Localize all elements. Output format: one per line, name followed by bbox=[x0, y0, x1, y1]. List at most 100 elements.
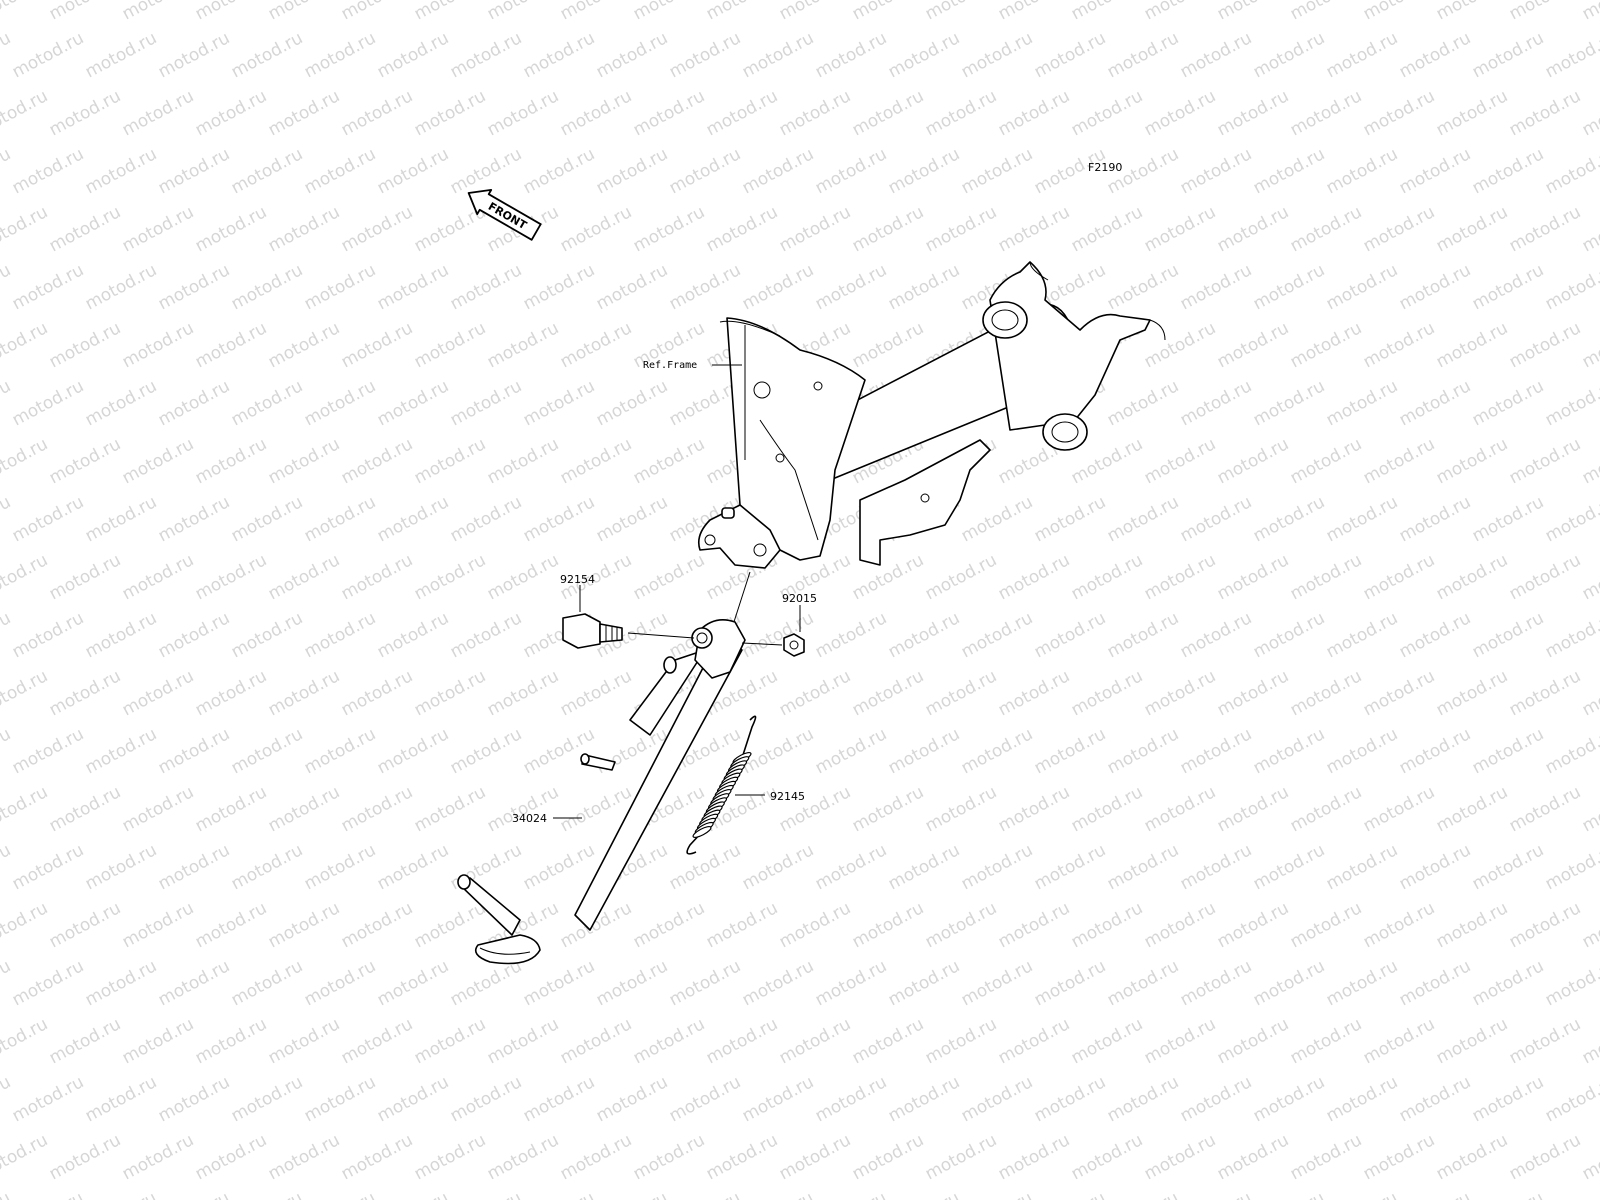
watermark-text: motod.ru bbox=[301, 608, 379, 662]
watermark-text: motod.ru bbox=[192, 318, 270, 372]
watermark-text: motod.ru bbox=[1323, 28, 1401, 82]
watermark-text: motod.ru bbox=[0, 86, 51, 140]
watermark-text: motod.ru bbox=[1141, 782, 1219, 836]
watermark-text: motod.ru bbox=[1542, 28, 1600, 82]
watermark-text: motod.ru bbox=[1433, 434, 1511, 488]
watermark-text: motod.ru bbox=[155, 376, 233, 430]
watermark-text: motod.ru bbox=[849, 782, 927, 836]
watermark-text: motod.ru bbox=[1214, 434, 1292, 488]
watermark-text: motod.ru bbox=[411, 1130, 489, 1184]
watermark-text: motod.ru bbox=[46, 1014, 124, 1068]
watermark-text: motod.ru bbox=[520, 376, 598, 430]
watermark-text: motod.ru bbox=[82, 956, 160, 1010]
watermark-text: motod.ru bbox=[1396, 376, 1474, 430]
watermark-text: motod.ru bbox=[1214, 782, 1292, 836]
watermark-text: motod.ru bbox=[520, 28, 598, 82]
watermark-text: motod.ru bbox=[922, 666, 1000, 720]
watermark-text: motod.ru bbox=[593, 28, 671, 82]
watermark-text: motod.ru bbox=[1250, 724, 1328, 778]
watermark-text: motod.ru bbox=[1579, 550, 1600, 604]
watermark-text: motod.ru bbox=[812, 1188, 890, 1200]
watermark-text: motod.ru bbox=[119, 318, 197, 372]
watermark-text: motod.ru bbox=[1104, 840, 1182, 894]
watermark-text: motod.ru bbox=[1542, 956, 1600, 1010]
watermark-text: motod.ru bbox=[82, 260, 160, 314]
watermark-text: motod.ru bbox=[228, 260, 306, 314]
watermark-text: motod.ru bbox=[1396, 260, 1474, 314]
watermark-text: motod.ru bbox=[192, 202, 270, 256]
watermark-text: motod.ru bbox=[1506, 782, 1584, 836]
watermark-text: motod.ru bbox=[995, 1014, 1073, 1068]
watermark-text: motod.ru bbox=[301, 144, 379, 198]
watermark-text: motod.ru bbox=[1360, 434, 1438, 488]
watermark-text: motod.ru bbox=[1068, 0, 1146, 24]
watermark-text: motod.ru bbox=[228, 1072, 306, 1126]
watermark-text: motod.ru bbox=[1506, 0, 1584, 24]
watermark-text: motod.ru bbox=[1360, 86, 1438, 140]
watermark-text: motod.ru bbox=[411, 550, 489, 604]
watermark-text: motod.ru bbox=[1250, 28, 1328, 82]
watermark-text: motod.ru bbox=[812, 840, 890, 894]
watermark-text: motod.ru bbox=[557, 318, 635, 372]
watermark-text: motod.ru bbox=[1323, 956, 1401, 1010]
watermark-text: motod.ru bbox=[1360, 202, 1438, 256]
watermark-text: motod.ru bbox=[995, 550, 1073, 604]
watermark-text: motod.ru bbox=[1104, 956, 1182, 1010]
watermark-text: motod.ru bbox=[46, 86, 124, 140]
watermark-text: motod.ru bbox=[776, 86, 854, 140]
watermark-text: motod.ru bbox=[411, 666, 489, 720]
watermark-text: motod.ru bbox=[1579, 318, 1600, 372]
watermark-text: motod.ru bbox=[1396, 608, 1474, 662]
watermark-text: motod.ru bbox=[1250, 144, 1328, 198]
watermark-text: motod.ru bbox=[228, 492, 306, 546]
watermark-text: motod.ru bbox=[1360, 782, 1438, 836]
watermark-text: motod.ru bbox=[849, 1014, 927, 1068]
watermark-text: motod.ru bbox=[520, 956, 598, 1010]
watermark-text: motod.ru bbox=[265, 898, 343, 952]
watermark-text: motod.ru bbox=[1506, 86, 1584, 140]
watermark-text: motod.ru bbox=[958, 956, 1036, 1010]
watermark-text: motod.ru bbox=[338, 318, 416, 372]
watermark-text: motod.ru bbox=[1250, 376, 1328, 430]
watermark-text: motod.ru bbox=[0, 608, 14, 662]
watermark-text: motod.ru bbox=[374, 492, 452, 546]
watermark-text: motod.ru bbox=[265, 550, 343, 604]
watermark-text: motod.ru bbox=[520, 492, 598, 546]
watermark-text: motod.ru bbox=[739, 608, 817, 662]
watermark-text: motod.ru bbox=[1579, 666, 1600, 720]
watermark-text: motod.ru bbox=[9, 840, 87, 894]
watermark-text: motod.ru bbox=[1323, 608, 1401, 662]
watermark-text: motod.ru bbox=[739, 28, 817, 82]
watermark-text: motod.ru bbox=[812, 608, 890, 662]
watermark-text: motod.ru bbox=[1104, 1188, 1182, 1200]
watermark-text: motod.ru bbox=[1433, 1014, 1511, 1068]
watermark-text: motod.ru bbox=[1177, 956, 1255, 1010]
watermark-text: motod.ru bbox=[1433, 86, 1511, 140]
watermark-text: motod.ru bbox=[1287, 898, 1365, 952]
watermark-text: motod.ru bbox=[1579, 782, 1600, 836]
watermark-text: motod.ru bbox=[484, 550, 562, 604]
watermark-text: motod.ru bbox=[958, 28, 1036, 82]
watermark-text: motod.ru bbox=[46, 0, 124, 24]
watermark-text: motod.ru bbox=[593, 260, 671, 314]
watermark-text: motod.ru bbox=[849, 0, 927, 24]
watermark-text: motod.ru bbox=[995, 666, 1073, 720]
watermark-text: motod.ru bbox=[666, 1188, 744, 1200]
frame-assembly bbox=[697, 261, 1166, 569]
watermark-text: motod.ru bbox=[776, 666, 854, 720]
watermark-text: motod.ru bbox=[1287, 666, 1365, 720]
watermark-text: motod.ru bbox=[338, 434, 416, 488]
watermark-text: motod.ru bbox=[265, 782, 343, 836]
watermark-text: motod.ru bbox=[1506, 1014, 1584, 1068]
watermark-text: motod.ru bbox=[922, 1130, 1000, 1184]
watermark-text: motod.ru bbox=[1469, 260, 1547, 314]
watermark-text: motod.ru bbox=[1141, 318, 1219, 372]
watermark-text: motod.ru bbox=[1469, 492, 1547, 546]
watermark-text: motod.ru bbox=[228, 956, 306, 1010]
watermark-text: motod.ru bbox=[1141, 1014, 1219, 1068]
watermark-text: motod.ru bbox=[1177, 840, 1255, 894]
watermark-text: motod.ru bbox=[812, 1072, 890, 1126]
watermark-text: motod.ru bbox=[192, 1130, 270, 1184]
watermark-text: motod.ru bbox=[338, 666, 416, 720]
watermark-text: motod.ru bbox=[155, 1188, 233, 1200]
